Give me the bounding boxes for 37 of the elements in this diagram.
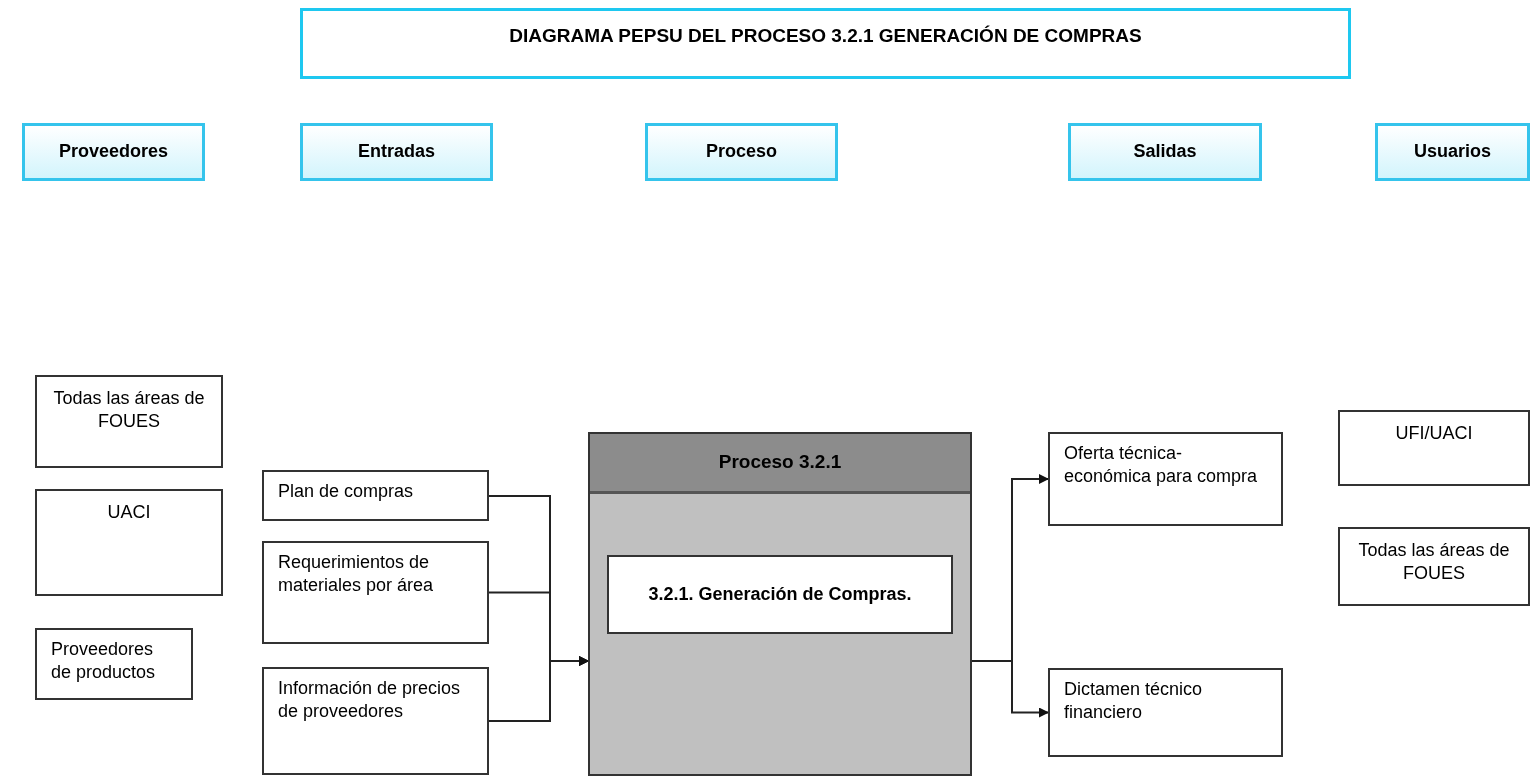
text-box bbox=[1048, 432, 1283, 526]
node-text: Plan de compras bbox=[278, 480, 415, 503]
node-text: Proceso bbox=[705, 140, 777, 164]
process-box bbox=[588, 432, 972, 776]
node-text: Dictamen técnico financiero bbox=[1064, 678, 1204, 725]
column-header-box bbox=[300, 123, 493, 181]
text-box bbox=[1338, 527, 1530, 606]
title: DIAGRAMA PEPSU DEL PROCESO 3.2.1 GENERACIÓN DE COMPRAS bbox=[509, 25, 1142, 47]
text-box bbox=[262, 667, 489, 775]
node-text: Usuarios bbox=[1414, 140, 1491, 164]
node-text: Proveedores bbox=[58, 140, 169, 164]
text-box bbox=[607, 555, 953, 634]
node-text: Proveedores de productos bbox=[51, 638, 157, 685]
node-text: Oferta técnica-económica para compra bbox=[1064, 442, 1259, 489]
text-box bbox=[35, 489, 223, 596]
column-header-box bbox=[1375, 123, 1530, 181]
text-box bbox=[35, 628, 193, 700]
text-box bbox=[262, 470, 489, 521]
connector-arrow bbox=[488, 656, 589, 722]
node-text: UFI/UACI bbox=[1395, 422, 1473, 445]
node-text: UACI bbox=[107, 501, 151, 524]
node-text: Todas las áreas de FOUES bbox=[52, 387, 206, 434]
node-text: Requerimientos de materiales por área bbox=[278, 551, 435, 598]
text-box bbox=[35, 375, 223, 468]
column-header-box bbox=[645, 123, 838, 181]
text-box bbox=[262, 541, 489, 644]
process-header: Proceso 3.2.1 bbox=[590, 434, 970, 494]
text-box bbox=[1338, 410, 1530, 486]
node-text: 3.2.1. Generación de Compras. bbox=[648, 582, 912, 606]
node-text: Todas las áreas de FOUES bbox=[1357, 539, 1511, 586]
node-text: Entradas bbox=[358, 140, 435, 164]
text-box bbox=[1048, 668, 1283, 757]
column-header-box bbox=[22, 123, 205, 181]
column-header-box bbox=[1068, 123, 1262, 181]
node-text: Información de precios de proveedores bbox=[278, 677, 462, 724]
node-text: Salidas bbox=[1133, 140, 1197, 164]
connector-arrow bbox=[971, 660, 1049, 718]
